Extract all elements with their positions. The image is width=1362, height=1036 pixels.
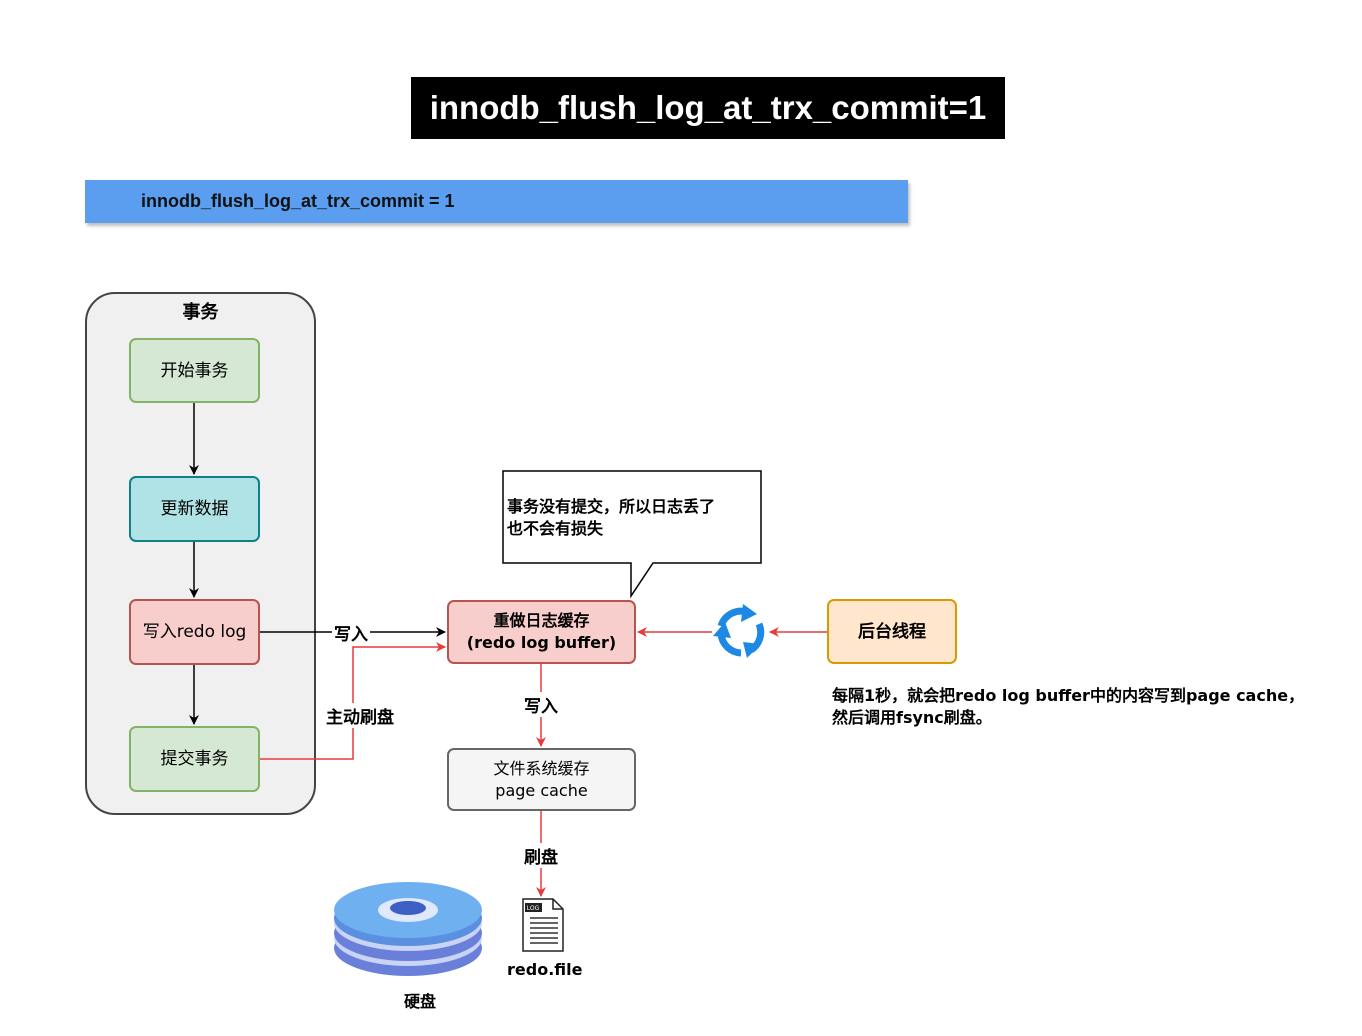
log-file-icon-text: LOG [527,905,540,912]
hard-disk-icon [334,882,482,976]
callout-text: 事务没有提交，所以日志丢了 也不会有损失 [507,496,759,540]
refresh-cycle-icon [713,604,765,658]
callout-text-line2: 也不会有损失 [507,519,604,538]
label-active-flush: 主动刷盘 [324,703,396,728]
step-write-redo-log: 写入redo log [129,599,260,665]
transaction-title: 事务 [182,302,219,323]
step-update-data: 更新数据 [129,476,260,542]
callout-bubble [502,470,762,599]
redo-log-buffer-sublabel: (redo log buffer) [466,633,617,652]
redo-log-buffer-label: 重做日志缓存 [493,611,590,630]
disk-label: 硬盘 [404,992,437,1011]
page-title: innodb_flush_log_at_trx_commit=1 [411,77,1005,139]
redo-log-buffer: 重做日志缓存 (redo log buffer) [447,600,636,664]
log-file-icon [522,898,564,952]
page-cache-label: 文件系统缓存 [493,758,590,778]
label-write-in-down: 写入 [522,692,560,717]
background-thread: 后台线程 [827,599,957,664]
step-update-data-label: 更新数据 [160,499,229,519]
redo-file-label: redo.file [507,960,583,979]
step-write-redo-log-label: 写入redo log [142,622,247,642]
background-thread-note-line1: 每隔1秒，就会把redo log buffer中的内容写到page cache， [832,686,1305,705]
step-start-transaction-label: 开始事务 [160,360,229,381]
step-commit-transaction: 提交事务 [129,726,260,792]
label-flush: 刷盘 [522,843,560,868]
step-commit-transaction-label: 提交事务 [160,749,229,769]
label-write-in-left: 写入 [332,620,370,645]
step-start-transaction: 开始事务 [129,338,260,403]
background-thread-label: 后台线程 [858,621,926,642]
page-cache: 文件系统缓存 page cache [447,748,636,811]
config-banner: innodb_flush_log_at_trx_commit = 1 [85,180,908,223]
callout-text-line1: 事务没有提交，所以日志丢了 [507,497,716,516]
page-cache-sublabel: page cache [495,780,588,800]
background-thread-note-line2: 然后调用fsync刷盘。 [832,708,992,727]
background-thread-note: 每隔1秒，就会把redo log buffer中的内容写到page cache，… [832,685,1357,729]
config-banner-text: innodb_flush_log_at_trx_commit = 1 [141,191,455,211]
